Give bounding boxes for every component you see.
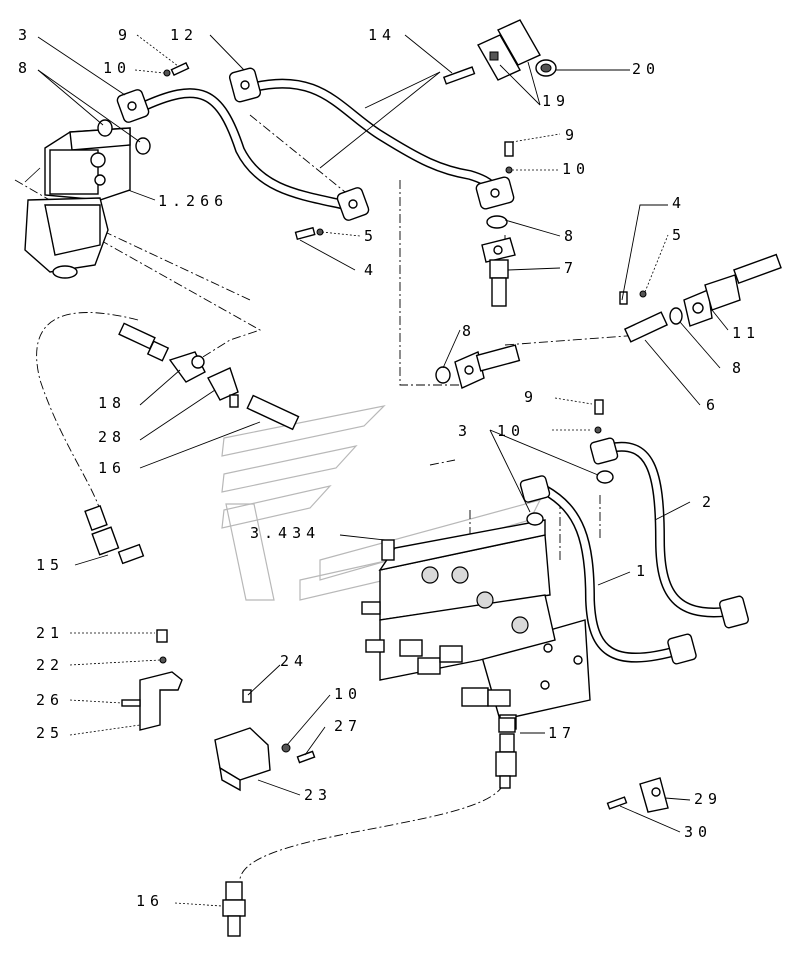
callout-10-mid: 10 [562, 160, 590, 178]
callout-30: 30 [684, 823, 712, 841]
callout-16-bot: 16 [136, 892, 164, 910]
callout-18: 18 [98, 394, 126, 412]
callout-24: 24 [280, 652, 308, 670]
hydraulic-motor [24, 127, 131, 279]
callout-3434: 3.434 [250, 524, 320, 542]
callout-15: 15 [36, 556, 64, 574]
callout-11: 11 [732, 324, 760, 342]
callout-labels: 3 8 9 10 12 14 20 19 9 10 1.266 5 4 8 7 … [18, 26, 760, 910]
leader-lines [37, 34, 729, 907]
adapter-7 [481, 215, 516, 307]
callout-14: 14 [368, 26, 396, 44]
callout-23: 23 [304, 786, 332, 804]
callout-10-low: 10 [497, 422, 525, 440]
fitting-17 [495, 717, 517, 789]
callout-1266: 1.266 [158, 192, 228, 210]
callout-9-low: 9 [524, 388, 538, 406]
callout-19: 19 [542, 92, 570, 110]
callout-16-top: 16 [98, 459, 126, 477]
callout-10-bot: 10 [334, 685, 362, 703]
callout-9-mid: 9 [565, 126, 579, 144]
pipe-3 [116, 88, 370, 221]
pipe-12 [228, 67, 515, 210]
hose-fittings [84, 322, 300, 565]
callout-21: 21 [36, 624, 64, 642]
bracket-25 [121, 629, 183, 731]
seals-lower [526, 399, 614, 526]
pipe-1 [519, 475, 697, 665]
pipe-2 [589, 437, 750, 629]
callout-8-valve: 8 [462, 322, 476, 340]
callout-1: 1 [636, 562, 650, 580]
callout-5-left: 5 [364, 227, 378, 245]
bracket-29 [606, 777, 669, 813]
callout-8-mid: 8 [564, 227, 578, 245]
control-valve-block [361, 519, 591, 730]
callout-27: 27 [334, 717, 362, 735]
callout-8-top: 8 [18, 59, 32, 77]
callout-20: 20 [632, 60, 660, 78]
callout-6: 6 [706, 396, 720, 414]
callout-8-right: 8 [732, 359, 746, 377]
hose-end-16 [222, 881, 246, 937]
callout-28: 28 [98, 428, 126, 446]
callout-4-left: 4 [364, 261, 378, 279]
pipe-clamp [477, 19, 557, 81]
callout-3-low: 3 [458, 422, 472, 440]
callout-17: 17 [548, 724, 576, 742]
callout-7: 7 [564, 259, 578, 277]
callout-26: 26 [36, 691, 64, 709]
callout-4-right: 4 [672, 194, 686, 212]
callout-2: 2 [702, 493, 716, 511]
callout-5-right: 5 [672, 226, 686, 244]
fitting-valve-inlet [435, 344, 521, 389]
callout-25: 25 [36, 724, 64, 742]
callout-10-top: 10 [103, 59, 131, 77]
callout-3-top: 3 [18, 26, 32, 44]
callout-9-top: 9 [118, 26, 132, 44]
callout-22: 22 [36, 656, 64, 674]
routing-lines [14, 114, 641, 886]
callout-29: 29 [694, 790, 722, 808]
bracket-23 [214, 689, 316, 792]
callout-12: 12 [170, 26, 198, 44]
fitting-11 [619, 253, 782, 343]
